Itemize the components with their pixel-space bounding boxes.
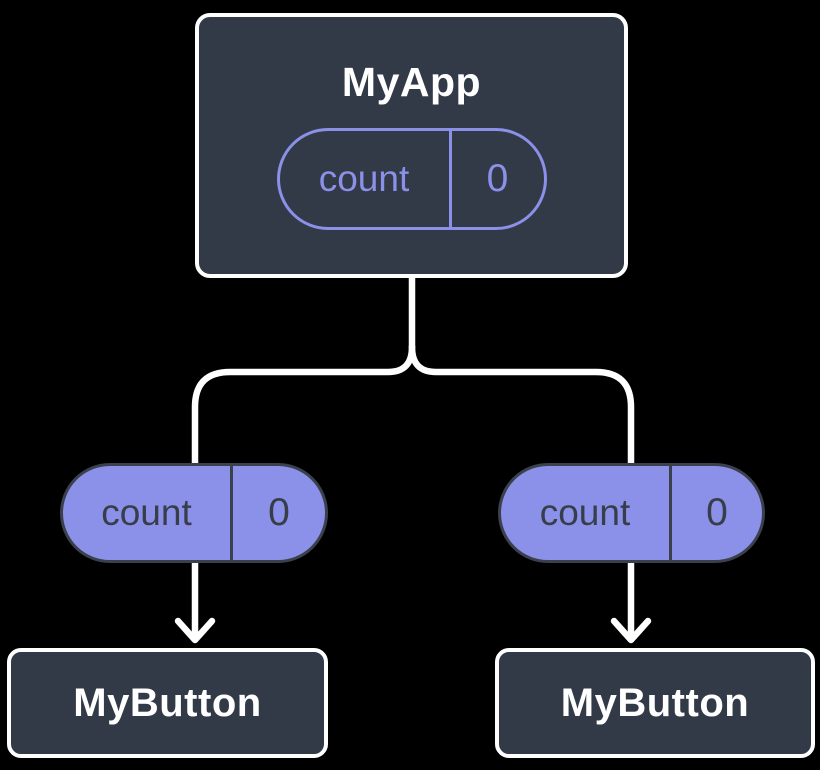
- connector-right-branch: [408, 343, 635, 642]
- component-box-myapp: MyApp count 0: [195, 13, 628, 278]
- component-name-myapp: MyApp: [341, 59, 482, 105]
- component-name-mybutton: MyButton: [73, 680, 262, 725]
- arrow-down-icon: [174, 617, 216, 644]
- prop-pill-label: count: [501, 466, 672, 560]
- state-pill-myapp: count 0: [276, 128, 547, 230]
- arrow-down-icon: [610, 617, 652, 644]
- prop-pill-right: count 0: [498, 463, 765, 563]
- state-pill-label: count: [280, 131, 452, 227]
- prop-pill-value: 0: [706, 491, 728, 534]
- prop-pill-label: count: [63, 466, 233, 560]
- prop-pill-left: count 0: [60, 463, 328, 563]
- connector-left-branch: [191, 343, 416, 642]
- state-pill-value: 0: [486, 157, 509, 200]
- component-name-mybutton: MyButton: [560, 680, 750, 725]
- component-box-mybutton-right: MyButton: [495, 648, 815, 758]
- prop-pill-value: 0: [268, 491, 290, 534]
- component-box-mybutton-left: MyButton: [7, 648, 328, 758]
